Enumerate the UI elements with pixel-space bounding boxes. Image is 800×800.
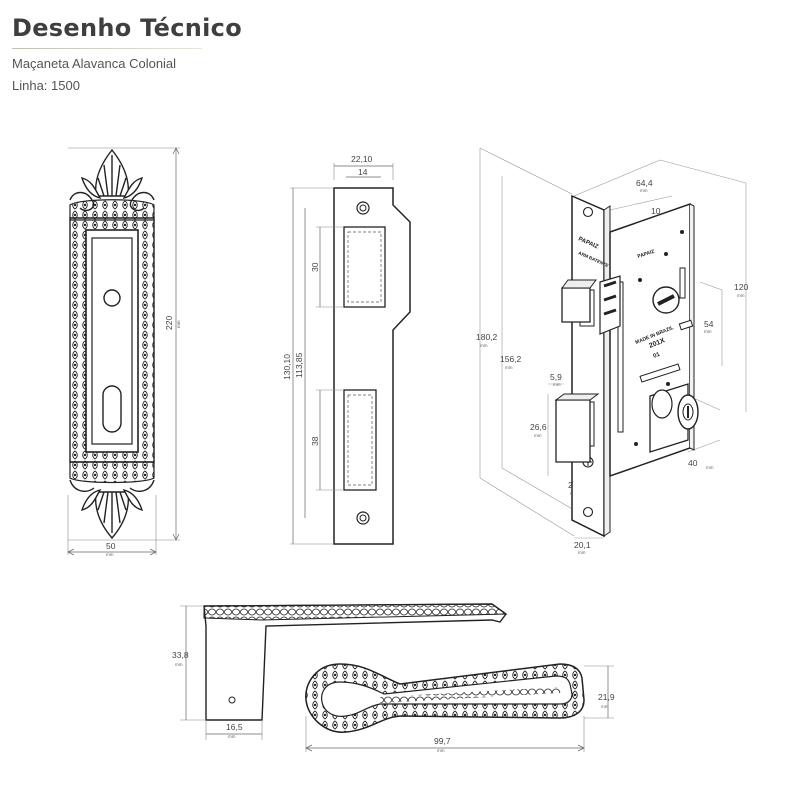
dim-strike-total: 130,10	[282, 354, 292, 380]
title-underline	[12, 48, 202, 49]
svg-text:mm: mm	[228, 734, 236, 739]
dim-lock-inner: 156,2	[500, 354, 522, 364]
spindle-hole	[103, 289, 121, 307]
dim-lock-height: 120	[734, 282, 748, 292]
svg-text:mm: mm	[106, 552, 114, 557]
svg-text:mm: mm	[553, 382, 561, 387]
dim-strike-width: 22,10	[351, 154, 373, 164]
key-hole	[102, 385, 122, 433]
dim-lock-20-1: 20,1	[574, 540, 591, 550]
svg-text:mm: mm	[704, 329, 712, 334]
dim-lock-5-9: 5,9	[550, 372, 562, 382]
dim-lock-40: 40	[688, 458, 698, 468]
lock-body: 180,2 mm 156,2 mm 64,4 mm 10 mm 120 mm 5…	[476, 147, 748, 555]
svg-text:mm: mm	[578, 550, 586, 555]
dim-plate-height: 220	[164, 316, 174, 330]
lever-side-view: 33,8 mm 16,5 mm	[172, 603, 508, 740]
strike-plate: 22,10 14 130,10 113,85 30 38	[282, 154, 411, 545]
dim-plate-width: 50	[106, 541, 116, 551]
dim-strike-inner: 14	[358, 167, 368, 177]
page-title: Desenho Técnico	[12, 14, 242, 42]
svg-text:mm: mm	[706, 465, 714, 470]
lever-top-view: 21,9 mm 99,7 mm	[305, 663, 615, 753]
dim-lever-base: 16,5	[226, 722, 243, 732]
dim-lever-length: 99,7	[434, 736, 451, 746]
svg-text:mm: mm	[480, 343, 488, 348]
svg-text:mm: mm	[640, 188, 648, 193]
lock-code: 01	[653, 352, 662, 360]
dim-lock-front: 180,2	[476, 332, 498, 342]
dim-lever-thickness: 21,9	[598, 692, 615, 702]
dim-strike-upper: 30	[310, 262, 320, 272]
dim-strike-hole: 113,85	[294, 352, 304, 378]
svg-text:mm: mm	[176, 320, 181, 328]
svg-text:mm: mm	[175, 662, 183, 667]
dim-lock-26-6: 26,6	[530, 422, 547, 432]
svg-text:mm: mm	[601, 704, 609, 709]
product-line: Linha: 1500	[12, 78, 80, 93]
rosette-plate: 220 mm 50 mm	[67, 147, 181, 557]
product-name: Maçaneta Alavanca Colonial	[12, 56, 177, 71]
svg-text:mm: mm	[737, 293, 745, 298]
svg-text:mm: mm	[505, 365, 513, 370]
svg-text:mm: mm	[534, 433, 542, 438]
dim-lock-54: 54	[704, 319, 714, 329]
dim-lock-offset: 10	[651, 206, 661, 216]
dim-lever-height: 33,8	[172, 650, 189, 660]
svg-text:mm: mm	[437, 748, 445, 753]
dim-lock-top: 64,4	[636, 178, 653, 188]
dim-strike-lower: 38	[310, 436, 320, 446]
lock-brand-side: PAPAIZ	[637, 249, 656, 260]
